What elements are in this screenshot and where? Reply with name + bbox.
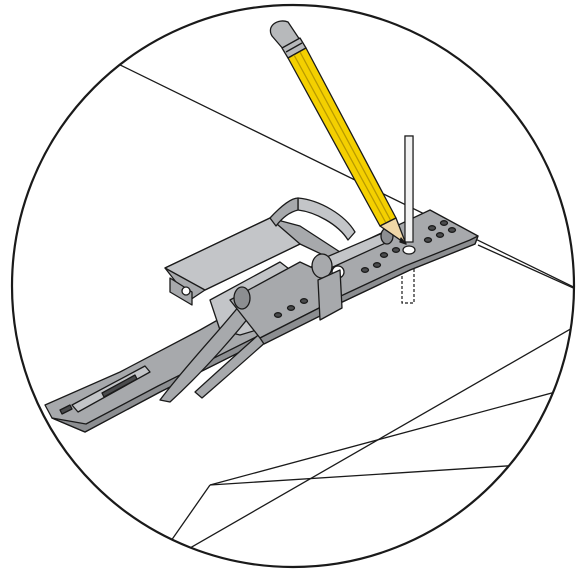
pencil-tip bbox=[379, 217, 407, 245]
drill-bit-front bbox=[402, 135, 416, 255]
bracket-riser-tab bbox=[317, 269, 343, 321]
bracket-spring-leaf bbox=[297, 197, 356, 241]
magnified-circle-icon bbox=[10, 3, 576, 569]
drill-bit-visible bbox=[404, 135, 414, 243]
cabinet-panel-top bbox=[209, 379, 574, 486]
bracket-slot-tip bbox=[59, 404, 73, 415]
bracket-top-plate-face bbox=[164, 217, 301, 291]
mounting-hole bbox=[299, 298, 309, 304]
mounting-hole bbox=[273, 312, 283, 318]
cabinet-panel-corner bbox=[149, 484, 211, 567]
hinge-pin-left-icon bbox=[233, 286, 251, 310]
bracket-slot-inner bbox=[101, 374, 138, 398]
mounting-hole bbox=[286, 305, 296, 311]
clip-screw-icon bbox=[181, 286, 191, 296]
mounting-hole bbox=[435, 232, 445, 238]
mounting-hole bbox=[423, 237, 433, 243]
surface-edge-front bbox=[149, 311, 574, 567]
mounting-hole bbox=[439, 220, 449, 226]
mounting-hole bbox=[391, 247, 401, 253]
mounting-hole bbox=[427, 225, 437, 231]
drill-bit-mark bbox=[402, 245, 416, 255]
pencil-stripe bbox=[299, 51, 392, 222]
mounting-hole bbox=[379, 252, 389, 258]
magnified-view bbox=[44, 20, 574, 567]
bracket-mounting-holes bbox=[273, 220, 457, 318]
surface-edge-top bbox=[477, 244, 574, 301]
mounting-hole bbox=[372, 262, 382, 268]
mounting-hole bbox=[447, 227, 457, 233]
cabinet-panel-line bbox=[209, 459, 574, 486]
pencil-lead bbox=[399, 237, 407, 245]
mounting-hole bbox=[360, 267, 370, 273]
pencil-stripe bbox=[293, 54, 387, 224]
pencil-ferrule-band bbox=[285, 42, 303, 53]
pencil-icon bbox=[269, 20, 407, 245]
mounting-bracket-icon bbox=[44, 197, 479, 433]
bracket-spring-base bbox=[269, 197, 299, 227]
